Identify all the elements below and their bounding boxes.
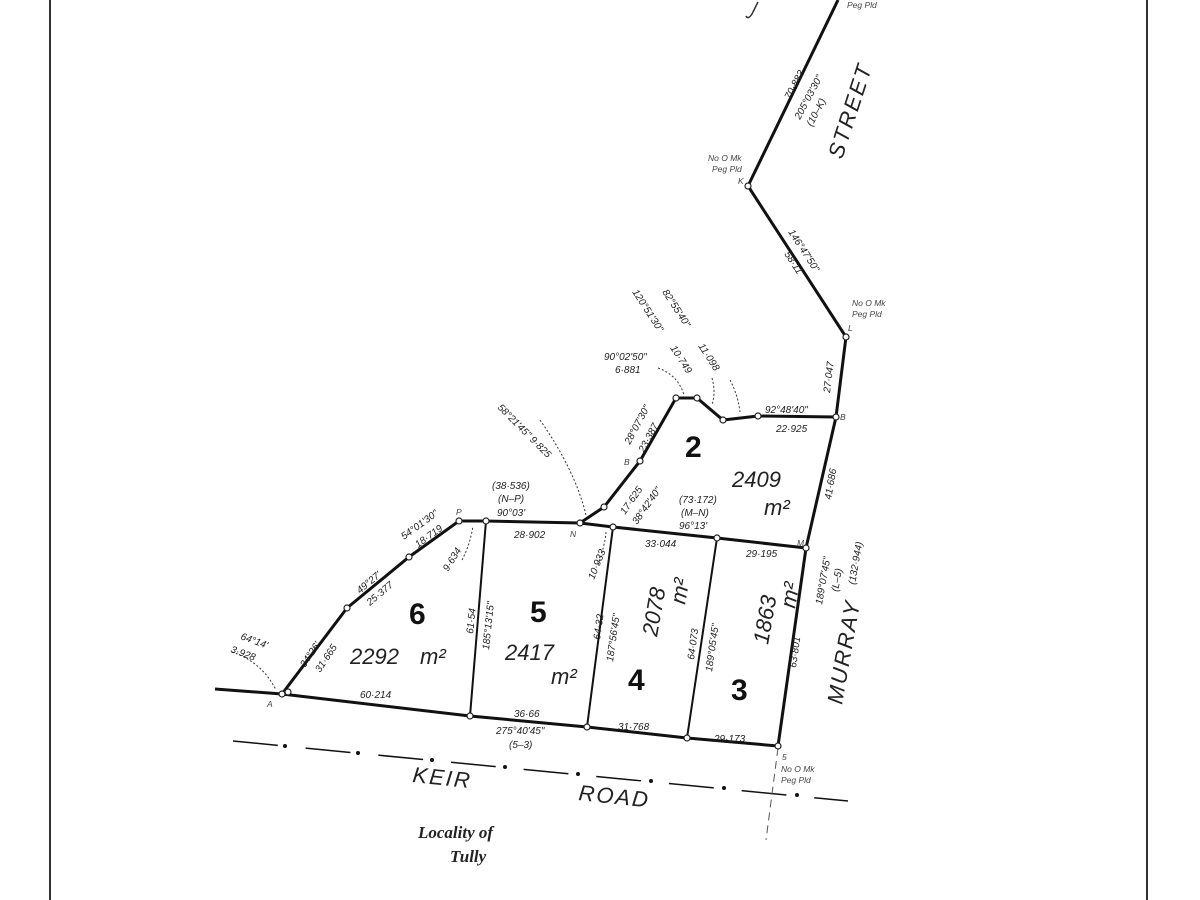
dim-m3: 29·195: [745, 549, 778, 560]
survey-stations: [278, 182, 850, 750]
locality-label: Locality of: [417, 823, 495, 842]
station-a: A: [266, 699, 273, 709]
dim-arc3-dist: 6·881: [615, 365, 641, 376]
leader-arc3: [657, 367, 685, 396]
peg-note-top: Peg Pld: [847, 0, 877, 10]
dim-lot45-dist: 64·32: [592, 613, 607, 640]
station-l: L: [848, 323, 853, 333]
keir-road-centreline: [232, 740, 849, 802]
lot-3-4-boundary: [686, 537, 718, 739]
road-name-keir: KEIR: [411, 762, 473, 793]
dim-arc3-bearing: 90°02'50": [604, 352, 647, 363]
dim-p-arrow: 9·634: [441, 546, 464, 574]
dim-ms-total: (132·944): [847, 541, 865, 586]
lot-4-unit: m²: [665, 576, 694, 606]
lot-6-unit: m²: [420, 644, 446, 669]
dim-arc1-bearing: 82°55'40": [659, 288, 692, 330]
lot-3-number: 3: [731, 674, 748, 707]
dim-road-ref: (5–3): [509, 740, 532, 751]
dim-lot3-e: 63·801: [788, 636, 803, 668]
dim-lot56-bearing: 185°13'15": [481, 601, 497, 651]
dim-n-arrow: 10·933: [587, 548, 609, 581]
dim-b-bearing: 92°48'40": [765, 405, 808, 416]
lot-4-5-boundary: [586, 526, 614, 728]
dim-lot34-dist: 64·073: [686, 628, 701, 661]
street-name-street: STREET: [823, 60, 877, 162]
dim-lb-dist: 27·047: [822, 361, 837, 395]
dim-mn-ref: (M–N): [681, 508, 709, 519]
dim-lot4-n: 33·044: [645, 539, 677, 550]
mark-note-k: No O Mk: [708, 153, 742, 163]
road-name-road: ROAD: [577, 780, 651, 812]
lot-3-unit: m²: [775, 580, 804, 610]
dim-mn-total: (73·172): [679, 495, 717, 506]
dim-lot5-n: 28·902: [513, 530, 546, 541]
station-m: M: [797, 538, 805, 548]
leader-p: [461, 525, 474, 561]
dim-lot34-bearing: 189°05'45": [704, 623, 722, 673]
leader-a: [231, 651, 277, 691]
dim-lot4-s: 31·768: [618, 722, 650, 733]
dim-lot5-s: 36·66: [514, 709, 540, 720]
station-5: 5: [782, 752, 787, 762]
dim-arc2-bearing: 120°51'30": [629, 288, 665, 335]
lot-2-number: 2: [685, 431, 702, 464]
murray-street-frontage: [746, 0, 848, 747]
dim-road-bearing: 275°40'45": [495, 726, 545, 737]
dim-np-bearing: 90°03': [497, 508, 526, 519]
dim-mn-bearing: 96°13': [679, 521, 708, 532]
street-name-murray: MURRAY: [822, 597, 865, 705]
lot-5-number: 5: [530, 596, 547, 629]
keir-road-frontage: [214, 687, 779, 748]
lot-5-6-boundary: [469, 520, 487, 717]
lot-2-unit: m²: [764, 495, 790, 520]
road-markers: [283, 744, 799, 797]
murray-street-alignment: [765, 747, 779, 841]
dim-arc2-dist: 10·749: [667, 344, 693, 376]
mark-note-l: No O Mk: [852, 298, 886, 308]
lot-4-area: 2078: [637, 585, 670, 639]
leader-arc1: [729, 379, 741, 413]
dim-lot45-bearing: 187°56'45": [605, 613, 623, 663]
station-k: K: [738, 176, 744, 186]
station-b2: B: [624, 457, 630, 467]
lot-2-area: 2409: [731, 467, 781, 492]
lot-6-number: 6: [409, 598, 426, 631]
signature-flourish: [745, 1, 759, 19]
peg-note-5: Peg Pld: [781, 775, 811, 785]
boundary-n-b: [579, 396, 837, 525]
lot-5-area: 2417: [504, 640, 555, 665]
leader-arc2: [711, 377, 715, 406]
peg-note-k: Peg Pld: [712, 164, 742, 174]
station-p: P: [456, 507, 462, 517]
dim-lot3-s: 29·173: [713, 734, 746, 745]
station-b: B: [840, 412, 846, 422]
dim-np-total: (38·536): [492, 481, 530, 492]
mark-note-5: No O Mk: [781, 764, 815, 774]
dim-lot6-s: 60·214: [360, 690, 392, 701]
dim-np-ref: (N–P): [498, 494, 524, 505]
leader-n-arc: [539, 419, 587, 516]
dim-a-arrow-dist: 3·928: [229, 644, 257, 663]
lot-4-number: 4: [628, 664, 645, 697]
dim-bm-dist: 41·686: [823, 468, 839, 501]
station-n: N: [570, 529, 577, 539]
lot-6-area: 2292: [349, 644, 399, 669]
dim-b-dist: 22·925: [775, 424, 808, 435]
dim-arc1-dist: 11·098: [695, 342, 721, 374]
locality-name: Tully: [450, 847, 487, 866]
lot-5-unit: m²: [551, 664, 577, 689]
dim-np-arrow: 58°21'45" 9·825: [495, 402, 553, 460]
dim-ms-bearing: 189°07'45": [814, 556, 833, 606]
dim-lot56-dist: 61·54: [465, 607, 479, 634]
dim-ms-ref: (L–5): [830, 568, 845, 593]
peg-note-l: Peg Pld: [852, 309, 882, 319]
